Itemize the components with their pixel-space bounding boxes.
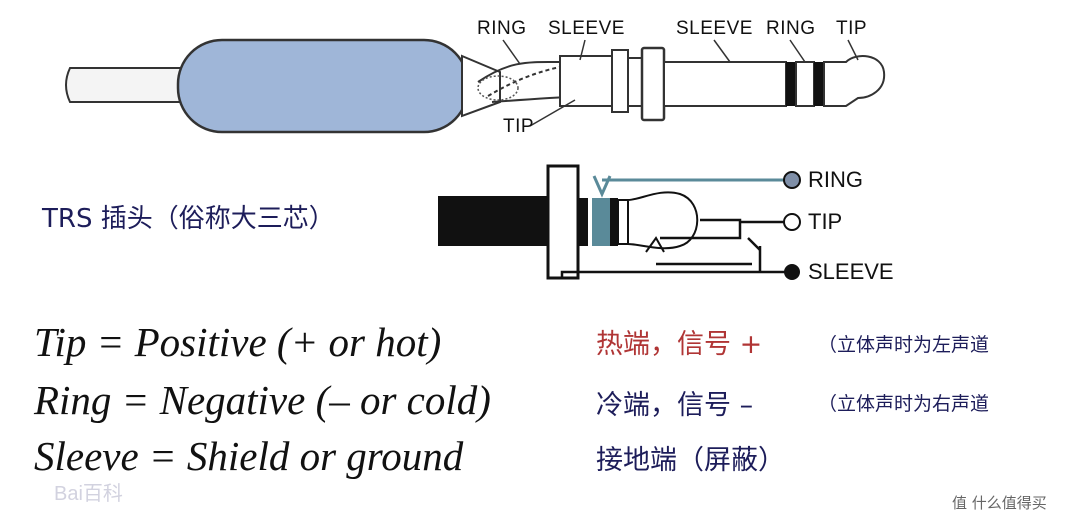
label-sleeve-left: SLEEVE (548, 18, 625, 39)
tip-terminal (783, 213, 801, 231)
def-tip-eq: Tip = Positive (+ or hot) (34, 319, 442, 365)
plug-neck (461, 54, 501, 118)
schematic-ring-band (592, 198, 610, 246)
def-sleeve-eq: Sleeve = Shield or ground (34, 433, 464, 479)
insulator-2 (814, 62, 824, 106)
label-ring: RING (808, 167, 863, 192)
tip-wire (660, 218, 742, 240)
cable (65, 67, 191, 103)
baidu-watermark: Bai百科 (54, 483, 123, 505)
def-tip-cn: 热端，信号 + (596, 329, 763, 360)
label-tip-right: TIP (836, 18, 868, 39)
plug-collar (640, 46, 666, 122)
schematic-body (546, 164, 580, 280)
trs-title: TRS 插头（俗称大三芯） (42, 204, 335, 234)
label-ring-left: RING (477, 18, 527, 39)
label-ring-right: RING (766, 18, 816, 39)
schematic-tip (627, 191, 699, 250)
def-ring-note: （立体声时为右声道 (818, 393, 990, 415)
ring-terminal (783, 171, 801, 189)
plug-grip (176, 38, 470, 134)
label-tip-left: TIP (503, 116, 535, 137)
def-sleeve-cn: 接地端（屏蔽） (596, 445, 785, 476)
site-watermark: 值 什么值得买 (952, 494, 1047, 512)
sleeve-wire (560, 246, 786, 278)
plug-illustration (65, 38, 886, 134)
label-tip: TIP (808, 209, 843, 234)
shield-strands (477, 75, 519, 101)
wire-sleeve (487, 63, 576, 97)
label-sleeve-right: SLEEVE (676, 18, 753, 39)
def-ring-eq: Ring = Negative (– or cold) (34, 377, 491, 423)
sleeve-terminal (784, 264, 800, 280)
label-sleeve: SLEEVE (808, 259, 894, 284)
ring-section (795, 61, 815, 107)
def-ring-cn: 冷端，信号 – (596, 390, 754, 421)
schematic-sleeve-block (438, 196, 548, 246)
def-tip-note: （立体声时为左声道 (818, 334, 990, 356)
plug-shaft (663, 61, 787, 107)
insulator-1 (786, 62, 796, 106)
trs-schematic (438, 164, 801, 280)
plug-tip (823, 55, 886, 107)
terminal-block (559, 55, 619, 107)
